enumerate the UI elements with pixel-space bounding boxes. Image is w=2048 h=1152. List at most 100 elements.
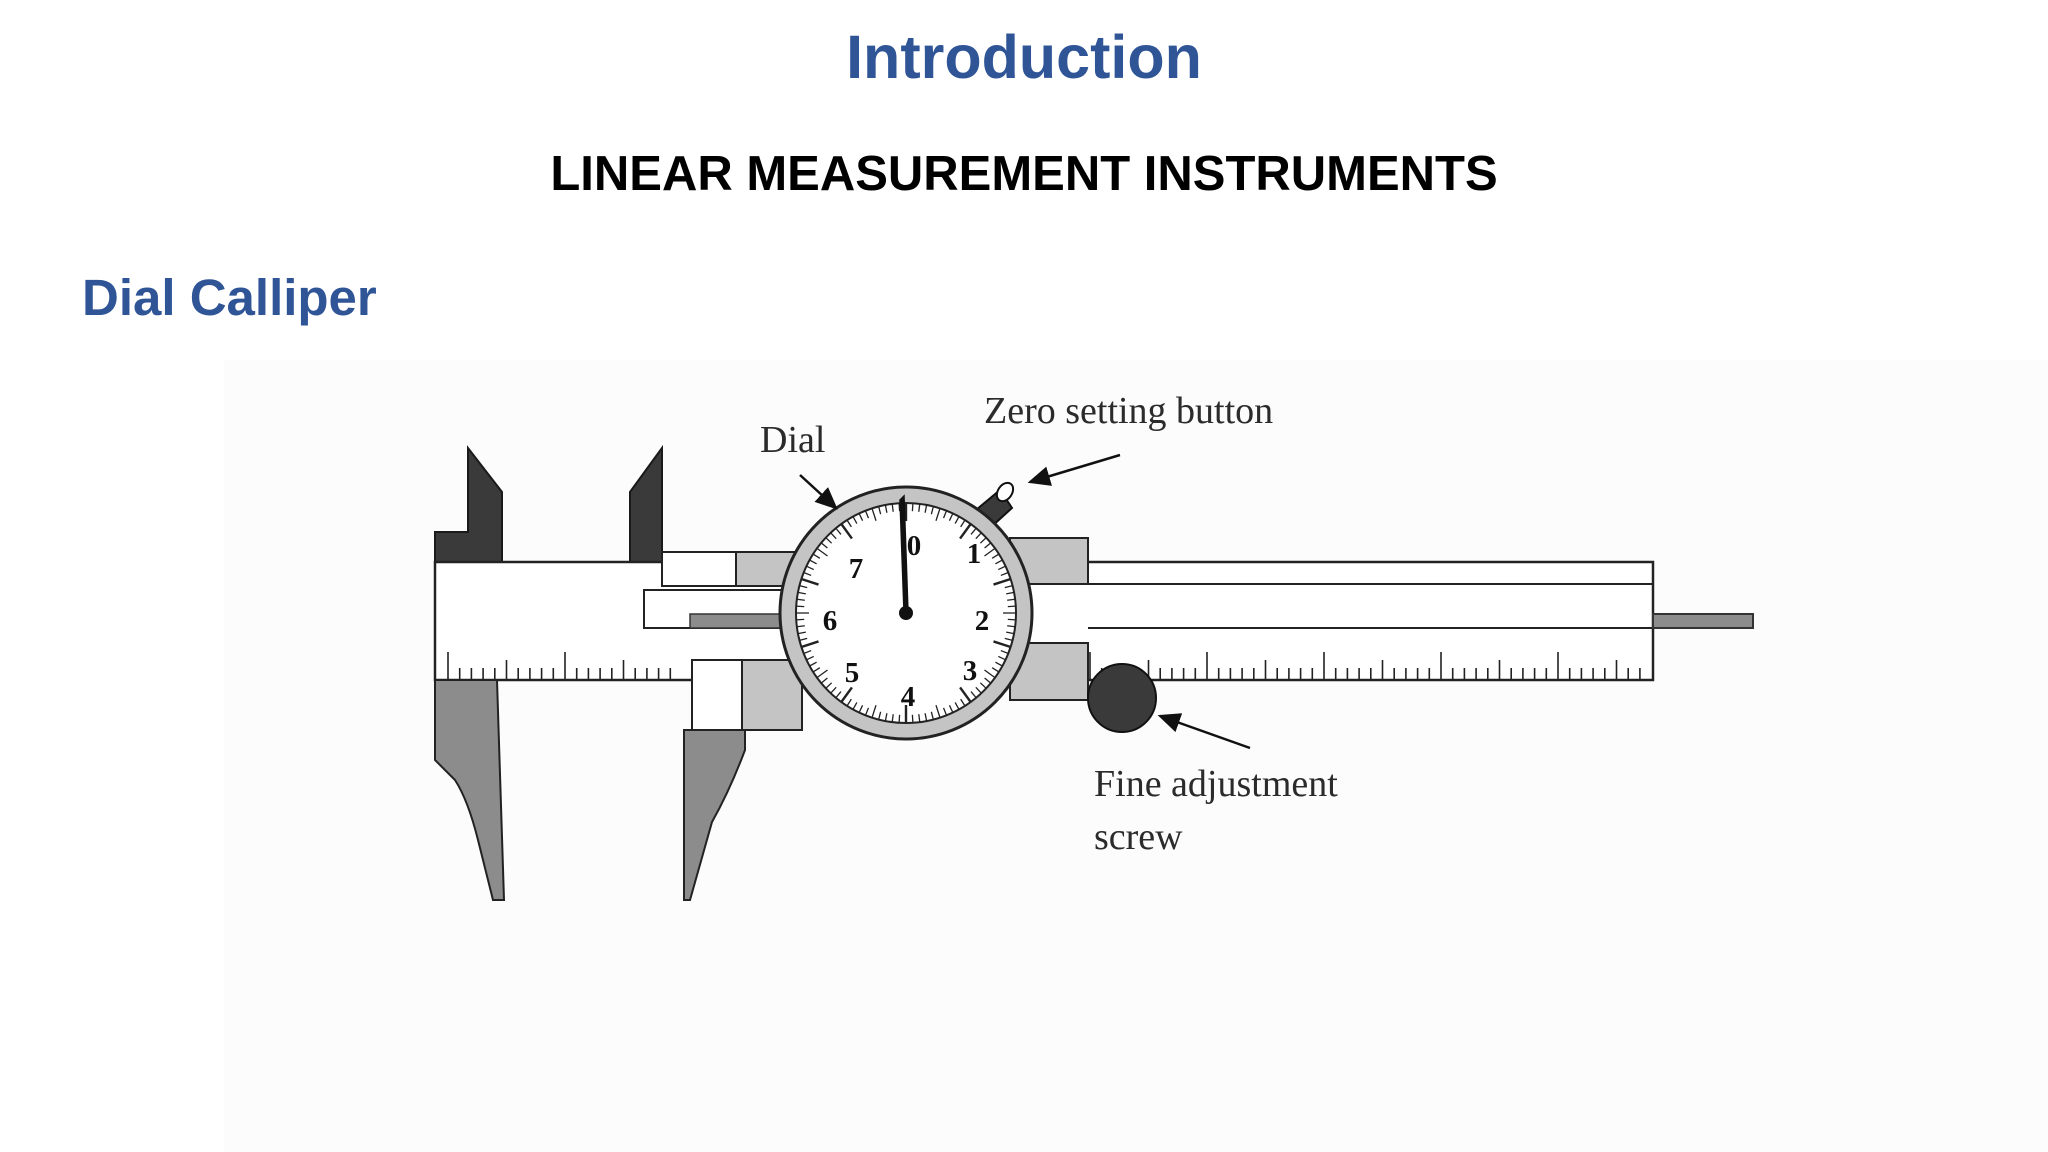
dial-tick <box>797 591 806 595</box>
dial-tick <box>995 661 1003 667</box>
dial-tick <box>979 537 987 544</box>
label-zero-setting-button: Zero setting button <box>984 390 1273 432</box>
dial-tick <box>911 503 914 512</box>
dial-tick <box>975 686 982 694</box>
dial-tick <box>930 506 934 515</box>
lower-fixed-jaw <box>434 679 506 901</box>
upper-fixed-jaw <box>434 445 503 563</box>
dial-tick <box>970 527 977 535</box>
dial-tick <box>1007 598 1016 601</box>
dial-tick <box>884 713 888 722</box>
dial-number: 0 <box>907 530 922 562</box>
dial-tick <box>991 553 1000 559</box>
dial-tick <box>858 705 864 713</box>
dial-pointer-arrow <box>799 474 838 510</box>
dial-tick <box>852 702 858 710</box>
dial-tick <box>840 686 853 703</box>
dial-tick <box>1007 618 1016 621</box>
dial-tick <box>816 669 828 679</box>
dial-tick <box>1007 625 1016 628</box>
zero-button-pointer-arrow <box>1027 453 1121 486</box>
slider-tab-upper <box>661 551 737 587</box>
dial-tick <box>846 698 852 707</box>
dial-tick <box>1006 631 1015 635</box>
dial-number: 1 <box>967 538 982 570</box>
dial-tick <box>924 713 928 722</box>
dial-tick <box>930 711 934 720</box>
dial-tick <box>1006 591 1015 595</box>
dial-tick <box>993 640 1011 649</box>
dial-tick <box>806 565 814 571</box>
dial-tick <box>1004 637 1013 641</box>
dial-tick <box>959 686 972 703</box>
dial-tick <box>998 565 1006 571</box>
dial-tick <box>954 516 960 524</box>
dial-tick <box>846 519 852 528</box>
dial-tick <box>935 508 941 521</box>
dial-tick <box>954 702 960 710</box>
dial-tick <box>820 677 828 684</box>
label-dial: Dial <box>760 419 825 461</box>
dial-tick <box>878 506 882 515</box>
dial-tick <box>984 542 992 549</box>
dial-tick <box>803 649 812 655</box>
dial-tick <box>825 537 833 544</box>
dial-tick <box>959 523 972 540</box>
dial-tick <box>825 682 833 689</box>
fine-screw-pointer-arrow <box>1157 713 1251 750</box>
dial-tick <box>852 516 858 524</box>
dial-tick <box>911 714 914 723</box>
dial-tick <box>864 707 870 716</box>
dial-tick <box>812 553 821 559</box>
lower-sliding-jaw <box>683 729 746 901</box>
dial-tick <box>812 667 821 673</box>
dial-number: 4 <box>901 681 916 713</box>
dial-tick <box>979 682 987 689</box>
dial-tick <box>796 598 805 601</box>
slide-subtitle: LINEAR MEASUREMENT INSTRUMENTS <box>550 147 1498 201</box>
dial-tick <box>1000 649 1009 655</box>
dial-tick <box>991 667 1000 673</box>
dial-tick <box>835 691 842 699</box>
dial-tick <box>970 691 977 699</box>
dial-tick <box>816 547 828 557</box>
dial-tick <box>820 542 828 549</box>
dial-tick <box>942 510 948 519</box>
dial-tick <box>858 513 864 521</box>
dial-tick <box>871 705 877 718</box>
label-fine-adjustment-screw: screw <box>1094 816 1183 858</box>
zero-button-tip <box>995 481 1015 503</box>
dial-number: 3 <box>963 655 978 687</box>
dial-tick <box>796 618 805 621</box>
dial-number: 5 <box>845 657 860 689</box>
dial-tick <box>935 705 941 718</box>
dial-tick <box>1007 605 1016 608</box>
dial-tick <box>984 547 996 557</box>
dial-tick <box>796 605 805 608</box>
depth-rod <box>1652 613 1754 629</box>
dial-number: 2 <box>975 605 990 637</box>
slider-block-lower-white <box>691 659 743 731</box>
dial-tick <box>801 577 819 586</box>
dial-tick <box>803 571 812 577</box>
dial-tick <box>830 532 837 540</box>
dial-tick <box>984 677 992 684</box>
dial-tick <box>809 661 817 667</box>
fine-adjustment-screw <box>1087 663 1157 733</box>
dial-tick <box>1004 585 1013 589</box>
dial-tick <box>801 640 819 649</box>
label-fine-adjustment: Fine adjustment <box>1094 763 1338 805</box>
slider-block-lower-gray <box>741 659 803 731</box>
dial-number: 7 <box>849 553 864 585</box>
dial-tick <box>942 707 948 716</box>
dial-tick <box>918 714 921 723</box>
dial-tick <box>984 669 996 679</box>
dial-tick <box>960 698 966 707</box>
dial-tick <box>993 577 1011 586</box>
dial-tick <box>898 714 901 723</box>
dial-tick <box>924 504 928 513</box>
